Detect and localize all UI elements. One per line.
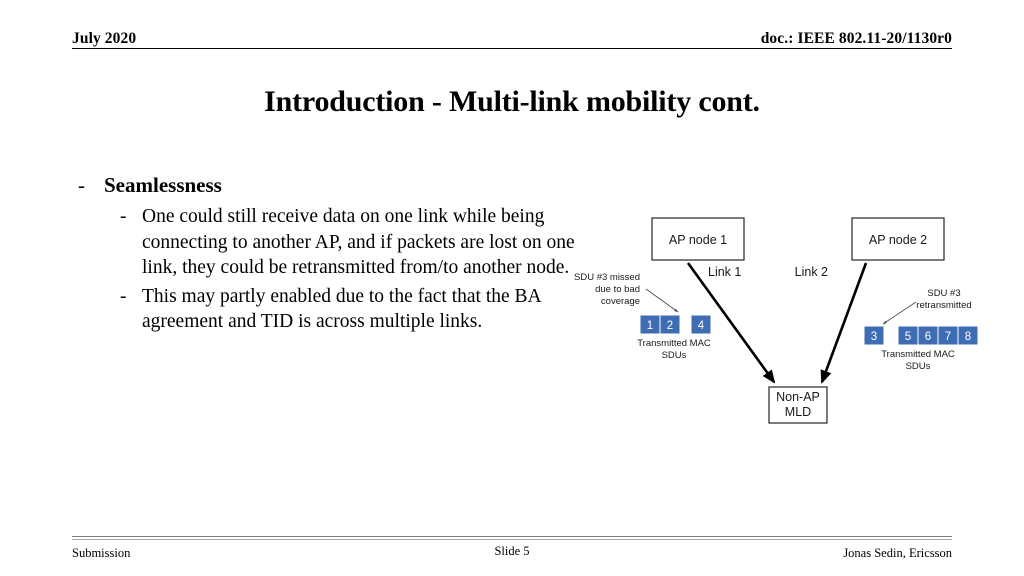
sdu-cell-3: 3 — [871, 331, 877, 343]
caption-right-line1: Transmitted MAC — [881, 349, 955, 360]
non-ap-mld-label-line1: Non-AP — [776, 390, 820, 404]
sdu-cell-7: 7 — [945, 331, 951, 343]
link-2-label: Link 2 — [795, 265, 828, 279]
sdu-cell-1: 1 — [647, 320, 653, 332]
caption-left-line2: SDUs — [662, 350, 687, 361]
header-doc-id: doc.: IEEE 802.11-20/1130r0 — [760, 30, 952, 47]
link-1-connector — [686, 262, 776, 384]
sdu-cell-4: 4 — [698, 320, 705, 332]
annotation-retx-line2: retransmitted — [916, 300, 971, 311]
sdu-cell-5: 5 — [905, 331, 911, 343]
sdu-cell-2: 2 — [667, 320, 673, 332]
non-ap-mld-box: Non-AP MLD — [768, 386, 828, 424]
bullet-heading-seamlessness: - Seamlessness — [78, 172, 578, 199]
sub-bullet-list: - One could still receive data on one li… — [78, 204, 578, 335]
annotation-retx-line1: SDU #3 — [927, 288, 960, 299]
footer-row: Submission Jonas Sedin, Ericsson Slide 5 — [72, 544, 952, 561]
annotation-missed-arrow — [645, 288, 679, 313]
ap-node-2-box: AP node 2 — [851, 217, 945, 261]
bullet-dash: - — [120, 206, 127, 227]
multi-link-mobility-diagram: AP node 1 AP node 2 Non-AP MLD Link 1 Li… — [566, 204, 1012, 434]
sdu-group-right-b: 5 6 7 8 — [897, 325, 979, 346]
sdu-group-left-b: 4 — [690, 314, 712, 335]
bullet-heading-label: Seamlessness — [104, 173, 222, 197]
ap-node-1-box: AP node 1 — [651, 217, 745, 261]
caption-left-line1: Transmitted MAC — [637, 338, 711, 349]
annotation-sdu-retransmitted: SDU #3 retransmitted — [882, 288, 972, 325]
annotation-missed-line1: SDU #3 missed — [574, 272, 640, 283]
footer-left-label: Submission — [72, 546, 131, 560]
sdu-cell-8: 8 — [965, 331, 971, 343]
annotation-missed-line3: coverage — [601, 296, 640, 307]
sdu-cell-6: 6 — [925, 331, 931, 343]
body-content: - Seamlessness - One could still receive… — [78, 172, 578, 338]
slide-header: July 2020 doc.: IEEE 802.11-20/1130r0 — [72, 30, 952, 54]
non-ap-mld-label-line2: MLD — [785, 405, 811, 419]
sdu-group-left-a: 1 2 — [639, 314, 681, 335]
header-divider — [72, 48, 952, 49]
link-1-label: Link 1 — [708, 265, 741, 279]
header-row: July 2020 doc.: IEEE 802.11-20/1130r0 — [72, 30, 952, 47]
page-title: Introduction - Multi-link mobility cont. — [264, 85, 760, 118]
list-item: - One could still receive data on one li… — [120, 204, 578, 281]
footer-divider — [72, 536, 952, 540]
sdu-group-right-a: 3 — [863, 325, 885, 346]
slide-footer: Submission Jonas Sedin, Ericsson Slide 5 — [72, 536, 952, 561]
list-item-text: This may partly enabled due to the fact … — [142, 285, 541, 333]
list-item-text: One could still receive data on one link… — [142, 206, 575, 278]
link-2-connector — [820, 262, 868, 384]
bullet-dash: - — [78, 173, 85, 197]
ap-node-1-label: AP node 1 — [669, 233, 727, 247]
bullet-dash: - — [120, 285, 127, 307]
annotation-sdu-missed: SDU #3 missed due to bad coverage — [574, 272, 679, 313]
caption-right-transmitted-sdus: Transmitted MAC SDUs — [881, 349, 955, 372]
caption-left-transmitted-sdus: Transmitted MAC SDUs — [637, 338, 711, 361]
footer-right-label: Jonas Sedin, Ericsson — [843, 546, 952, 560]
annotation-retx-arrow — [882, 301, 917, 325]
header-date: July 2020 — [72, 30, 137, 47]
ap-node-2-label: AP node 2 — [869, 233, 927, 247]
list-item: - This may partly enabled due to the fac… — [120, 284, 578, 335]
caption-right-line2: SDUs — [906, 361, 931, 372]
footer-slide-number: Slide 5 — [494, 544, 530, 558]
annotation-missed-line2: due to bad — [595, 284, 640, 295]
